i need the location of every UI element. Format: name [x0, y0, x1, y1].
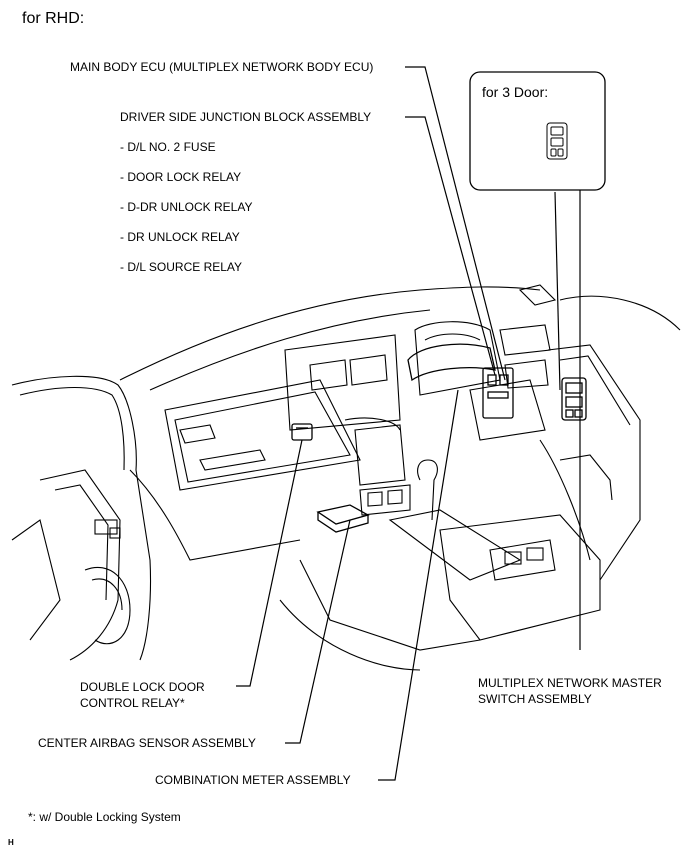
master-switch: [561, 377, 587, 421]
combination-meter-label: COMBINATION METER ASSEMBLY: [155, 773, 351, 787]
jb-item-door-lock-relay: - DOOR LOCK RELAY: [120, 170, 242, 184]
right-door: [539, 295, 681, 581]
double-lock-label-line2: CONTROL RELAY*: [80, 696, 185, 710]
inset-title: for 3 Door:: [482, 84, 549, 100]
inset-box: [469, 71, 606, 191]
footnote: *: w/ Double Locking System: [28, 810, 181, 824]
center-console: [279, 459, 601, 671]
page-title: for RHD:: [22, 10, 85, 27]
center-airbag-sensor: [316, 504, 370, 533]
jb-item-dl-source-relay: - D/L SOURCE RELAY: [120, 260, 243, 274]
center-airbag-label: CENTER AIRBAG SENSOR ASSEMBLY: [38, 736, 256, 750]
master-switch-label-line1: MULTIPLEX NETWORK MASTER: [478, 676, 662, 690]
corner-mark: H: [8, 838, 14, 847]
master-switch-label-line2: SWITCH ASSEMBLY: [478, 692, 592, 706]
leader-lines: [236, 66, 581, 781]
left-door: [11, 375, 152, 661]
driver-side-jb-label: DRIVER SIDE JUNCTION BLOCK ASSEMBLY: [120, 110, 372, 124]
main-body-ecu-label: MAIN BODY ECU (MULTIPLEX NETWORK BODY EC…: [70, 60, 374, 74]
jb-item-dr-unlock-relay: - DR UNLOCK RELAY: [120, 230, 240, 244]
double-lock-relay: [291, 423, 313, 441]
junction-block: [482, 367, 514, 419]
jb-item-dl-no2-fuse: - D/L NO. 2 FUSE: [120, 140, 216, 154]
jb-item-d-dr-unlock-relay: - D-DR UNLOCK RELAY: [120, 200, 253, 214]
double-lock-label-line1: DOUBLE LOCK DOOR: [80, 680, 205, 694]
combination-meter: [407, 343, 496, 382]
inset-switch-icon: [546, 122, 568, 160]
dashboard: [119, 284, 557, 561]
